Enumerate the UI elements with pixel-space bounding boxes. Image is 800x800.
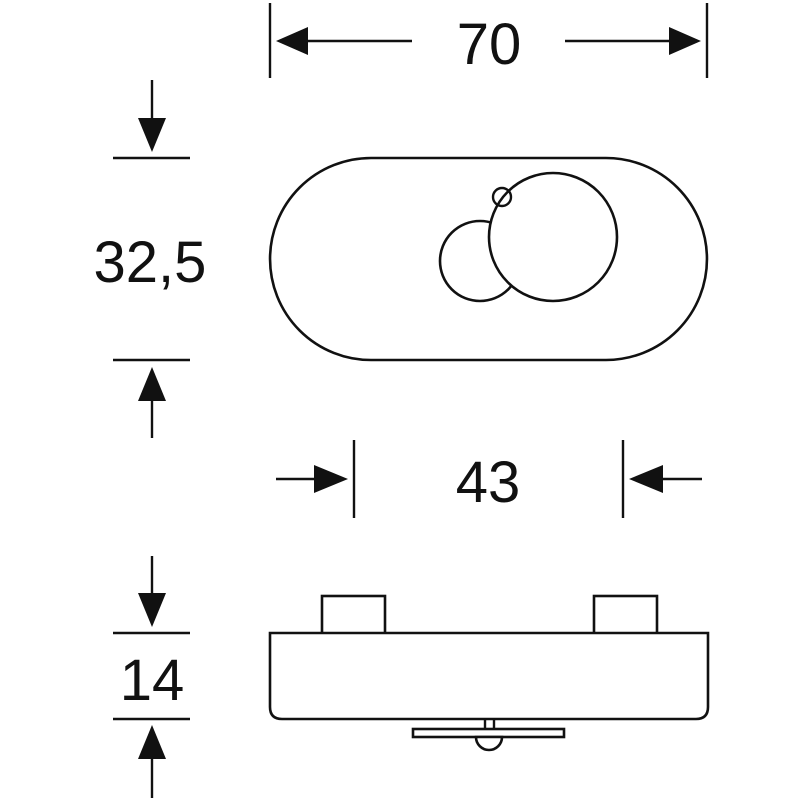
arrow-right-icon — [314, 465, 348, 493]
dimension-label-height: 32,5 — [94, 230, 207, 295]
side-view — [268, 594, 710, 752]
arrow-left-icon — [276, 27, 308, 55]
mounting-peg-left — [320, 594, 387, 636]
housing-side-outline — [268, 631, 710, 721]
dimension-width: 70 — [268, 3, 709, 78]
arrow-down-icon — [138, 593, 166, 627]
knob-side-nub — [474, 735, 504, 752]
arrow-up-icon — [138, 725, 166, 759]
arrow-down-icon — [138, 118, 166, 152]
mounting-peg-right — [592, 594, 659, 636]
dimension-spacing: 43 — [276, 440, 702, 518]
top-view — [268, 156, 709, 362]
dimension-label-width: 70 — [457, 12, 522, 77]
dimension-label-spacing: 43 — [456, 450, 521, 515]
dimension-height-side: 14 — [113, 556, 190, 798]
indicator-dot — [491, 186, 513, 208]
arrow-right-icon — [669, 27, 701, 55]
knob-circle — [487, 171, 619, 303]
dimension-height-top: 32,5 — [94, 80, 207, 438]
arrow-up-icon — [138, 367, 166, 401]
arrow-left-icon — [629, 465, 663, 493]
dimension-label-side: 14 — [120, 648, 185, 713]
